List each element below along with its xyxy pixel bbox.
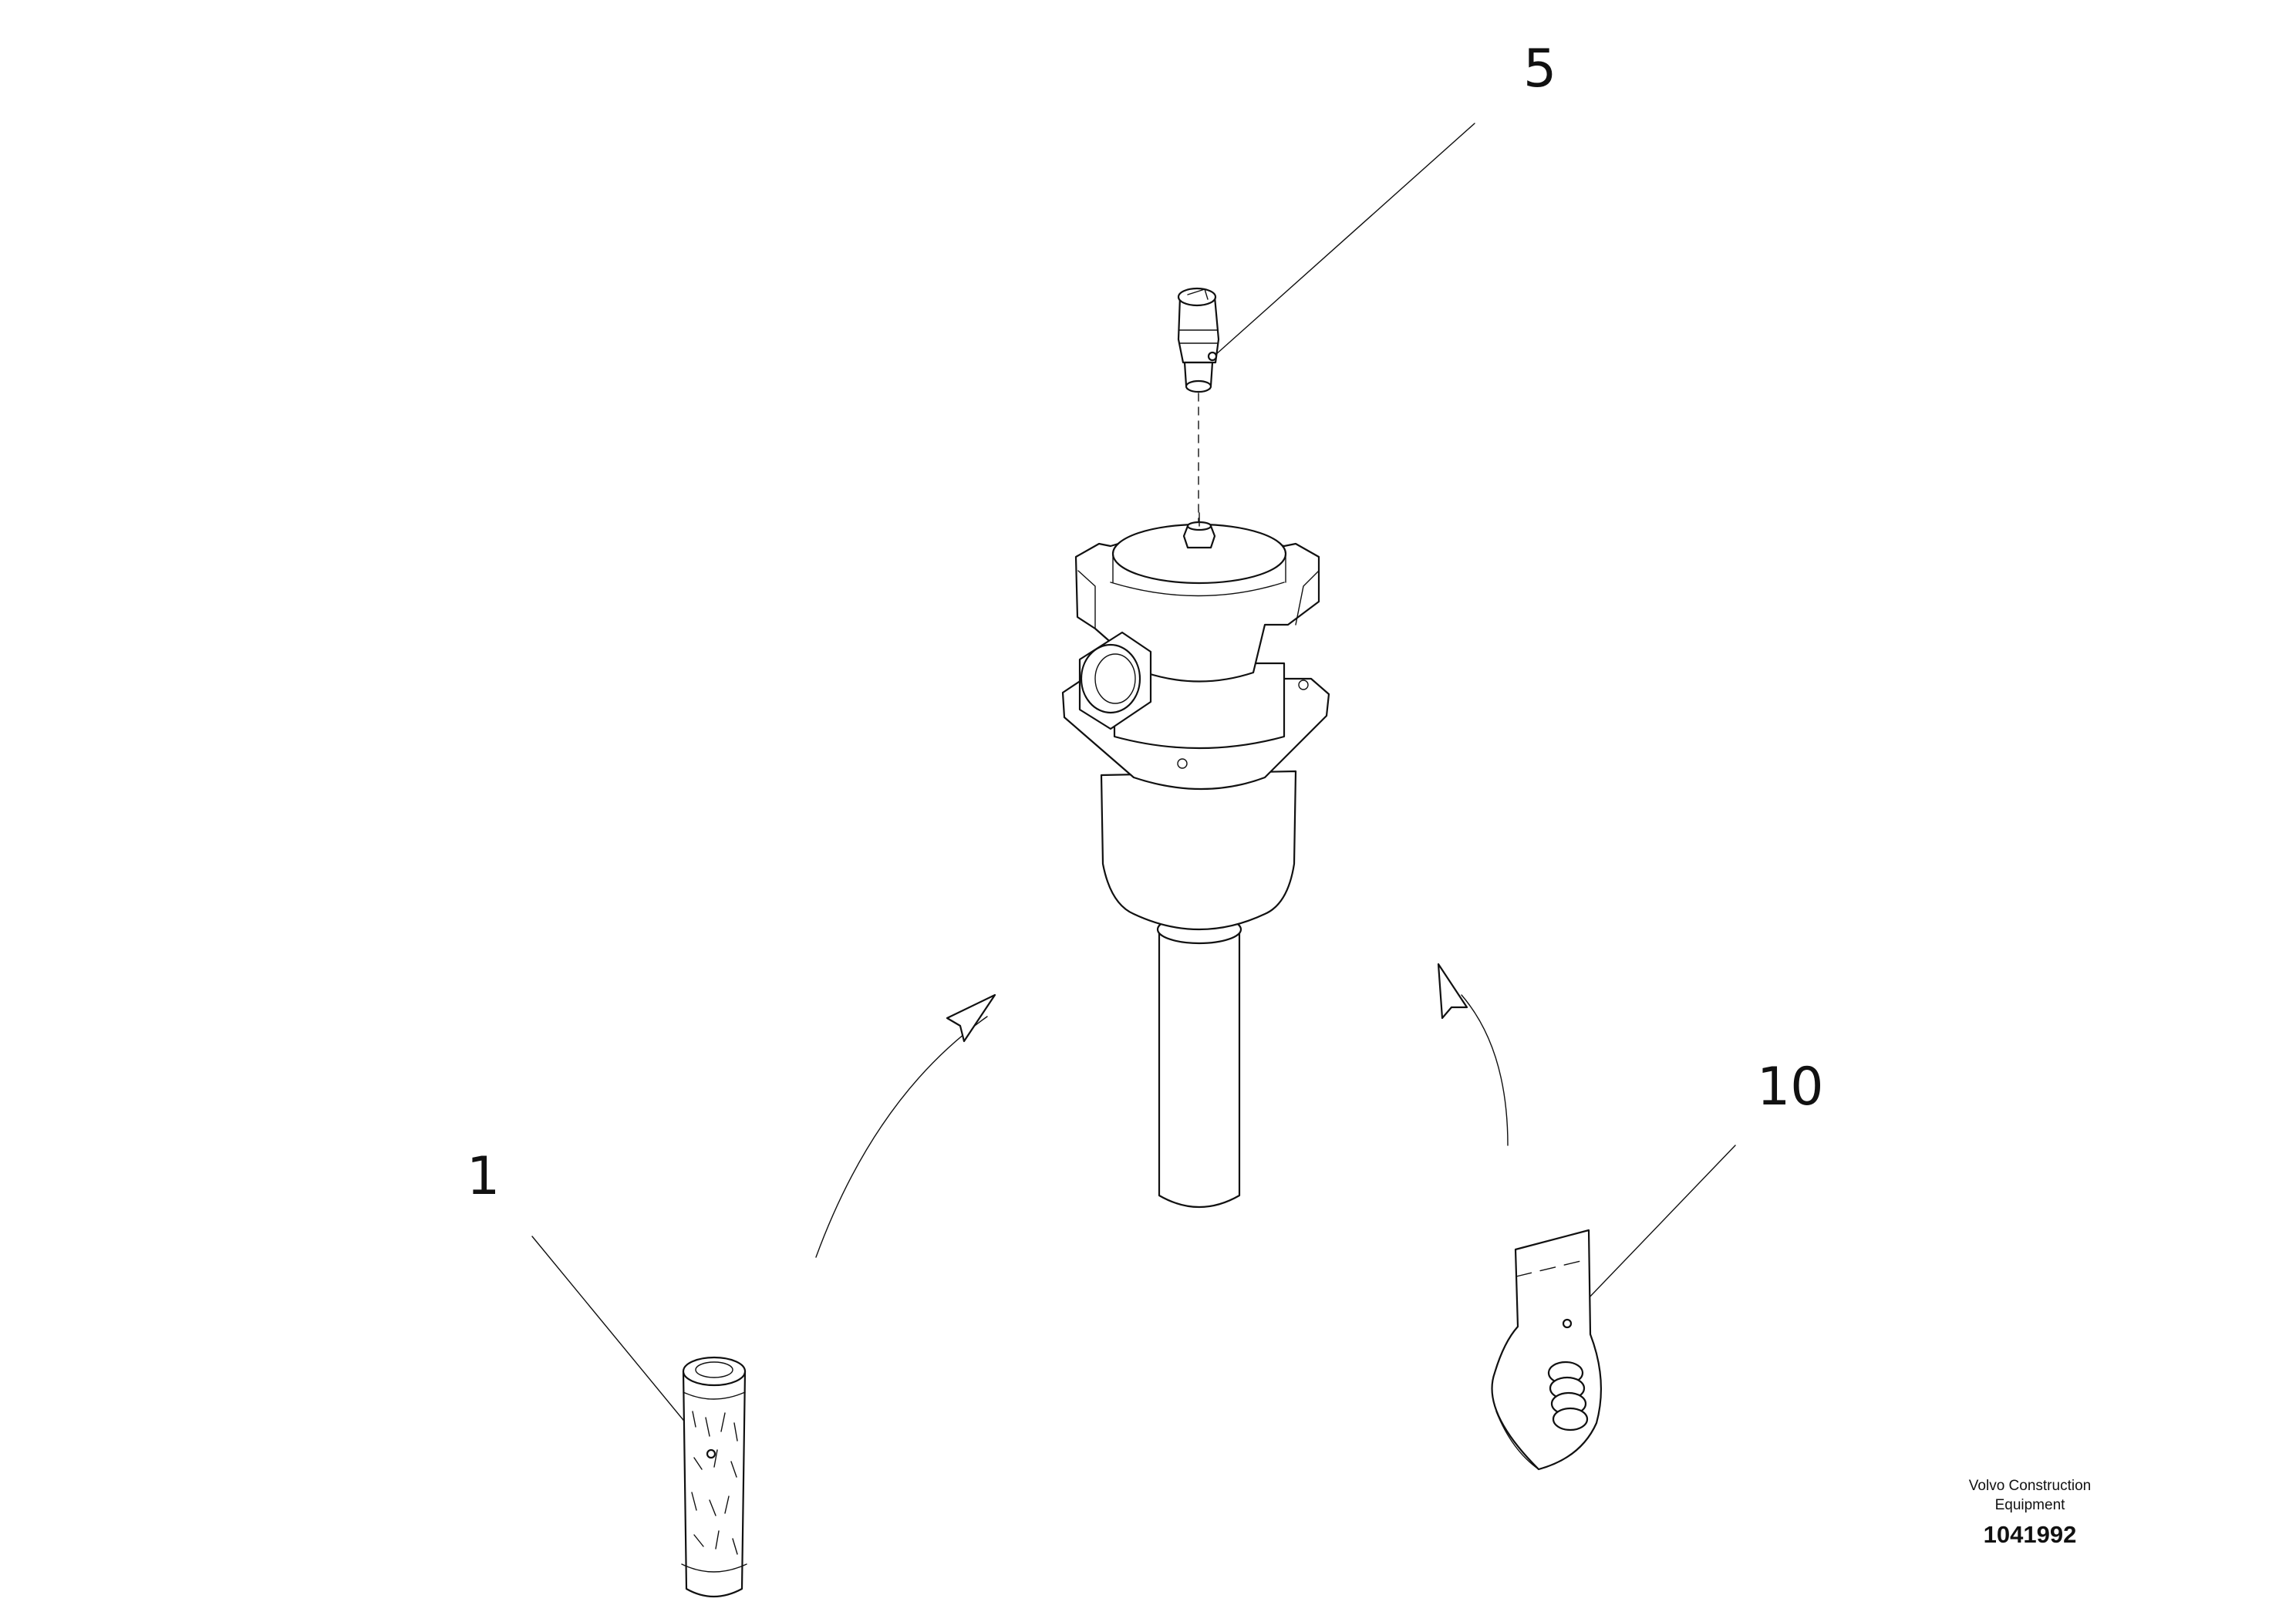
assembly-arrow-left (815, 993, 996, 1258)
caption-company-line1: Volvo Construction (1969, 1478, 2091, 1494)
spring-coils (1547, 1361, 1589, 1431)
part-5-indicator (1177, 287, 1220, 533)
leader-line-1 (531, 1236, 709, 1451)
filter-housing (1061, 512, 1330, 1208)
caption-drawing-number: 1041992 (1984, 1521, 2077, 1548)
leader-dot-10 (1562, 1318, 1573, 1329)
assembly-arrow-right (1437, 963, 1509, 1146)
leader-dot-5 (1207, 351, 1218, 362)
callout-label-10: 10 (1757, 1057, 1824, 1118)
leader-line-5 (1215, 123, 1475, 356)
caption-company-line2: Equipment (1995, 1497, 2066, 1513)
part-1-filter-element (681, 1356, 747, 1597)
leader-line-10 (1566, 1145, 1736, 1321)
part-10-decal (1491, 1229, 1602, 1471)
caption-block: Volvo Construction Equipment 1041992 (1969, 1478, 2091, 1548)
filter-pleat-pattern (691, 1411, 738, 1555)
leader-dot-1 (706, 1448, 716, 1459)
callout-label-5: 5 (1523, 39, 1556, 99)
callout-label-1: 1 (467, 1146, 500, 1207)
